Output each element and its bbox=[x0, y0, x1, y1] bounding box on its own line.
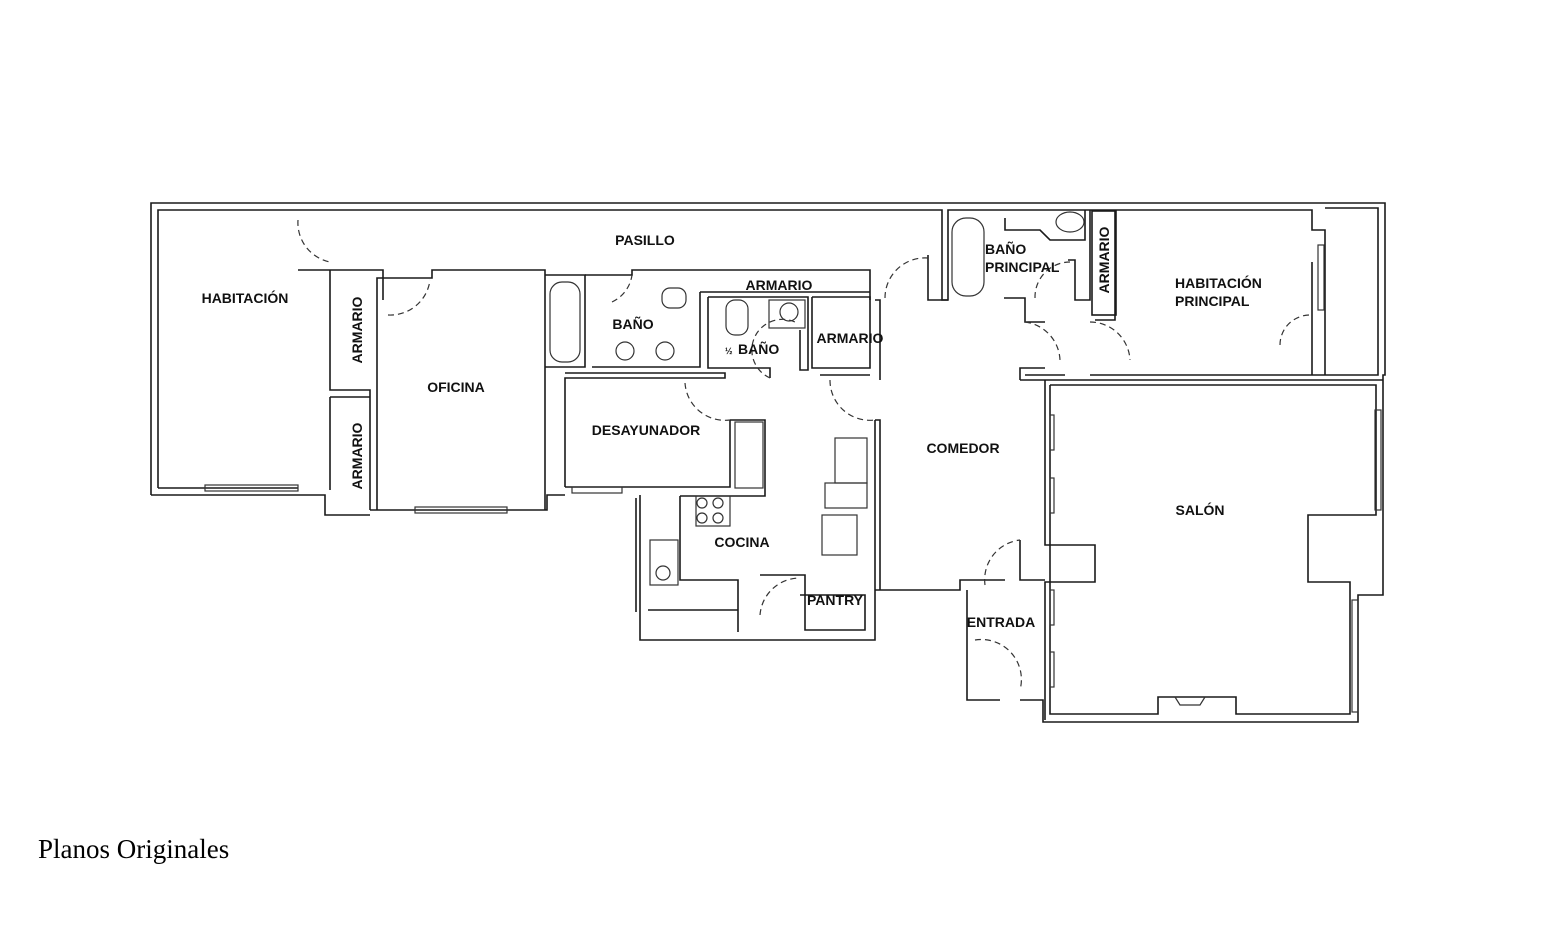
label-armario-2: ARMARIO bbox=[349, 422, 365, 489]
label-pasillo: PASILLO bbox=[615, 232, 675, 248]
label-pantry: PANTRY bbox=[807, 592, 864, 608]
label-armario-1: ARMARIO bbox=[349, 296, 365, 363]
label-bano-principal-2: PRINCIPAL bbox=[985, 259, 1060, 275]
label-habitacion: HABITACIÓN bbox=[202, 289, 289, 306]
caption: Planos Originales bbox=[38, 834, 230, 864]
room-labels: PASILLO HABITACIÓN ARMARIO ARMARIO OFICI… bbox=[202, 226, 1262, 630]
label-desayunador: DESAYUNADOR bbox=[592, 422, 700, 438]
walls bbox=[150, 202, 1386, 723]
label-armario-3: ARMARIO bbox=[746, 277, 813, 293]
label-armario-4: ARMARIO bbox=[817, 330, 884, 346]
label-bano-principal-1: BAÑO bbox=[985, 240, 1026, 257]
fixtures bbox=[549, 211, 1085, 586]
label-entrada: ENTRADA bbox=[967, 614, 1035, 630]
label-medio-fraction: ½ bbox=[725, 346, 733, 356]
label-habitacion-principal-2: PRINCIPAL bbox=[1175, 293, 1250, 309]
label-armario-5: ARMARIO bbox=[1096, 226, 1112, 293]
doors bbox=[297, 219, 1311, 691]
label-bano: BAÑO bbox=[612, 315, 653, 332]
label-comedor: COMEDOR bbox=[926, 440, 999, 456]
label-medio-bano: BAÑO bbox=[738, 340, 779, 357]
label-habitacion-principal-1: HABITACIÓN bbox=[1175, 274, 1262, 291]
label-cocina: COCINA bbox=[714, 534, 769, 550]
label-oficina: OFICINA bbox=[427, 379, 485, 395]
label-salon: SALÓN bbox=[1176, 501, 1225, 518]
